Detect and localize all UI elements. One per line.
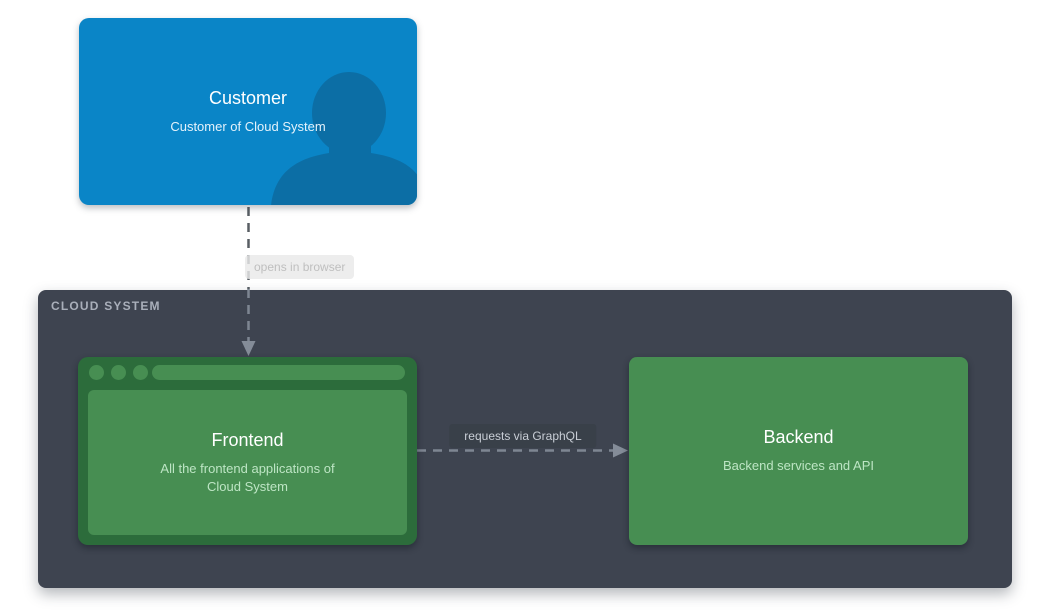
frontend-panel: Frontend All the frontend applications o… [88, 390, 407, 535]
person-icon [271, 72, 417, 205]
backend-node[interactable]: Backend Backend services and API [629, 357, 968, 545]
backend-subtitle: Backend services and API [722, 458, 875, 473]
frontend-subtitle: All the frontend applications of Cloud S… [160, 460, 335, 494]
browser-dot-icon [111, 365, 126, 380]
browser-address-bar [152, 365, 405, 380]
customer-title: Customer [208, 87, 288, 108]
cloud-system-label: CLOUD SYSTEM [51, 299, 161, 313]
browser-dot-icon [89, 365, 104, 380]
edge-label-opens-in-browser: opens in browser [245, 255, 355, 279]
browser-dot-icon [133, 365, 148, 380]
customer-subtitle: Customer of Cloud System [170, 118, 326, 134]
backend-title: Backend [763, 427, 834, 447]
customer-node[interactable]: Customer Customer of Cloud System [79, 18, 417, 205]
frontend-title: Frontend [211, 429, 284, 450]
frontend-node[interactable]: Frontend All the frontend applications o… [78, 357, 417, 545]
edge-label-requests-via-graphql: requests via GraphQL [449, 424, 597, 448]
